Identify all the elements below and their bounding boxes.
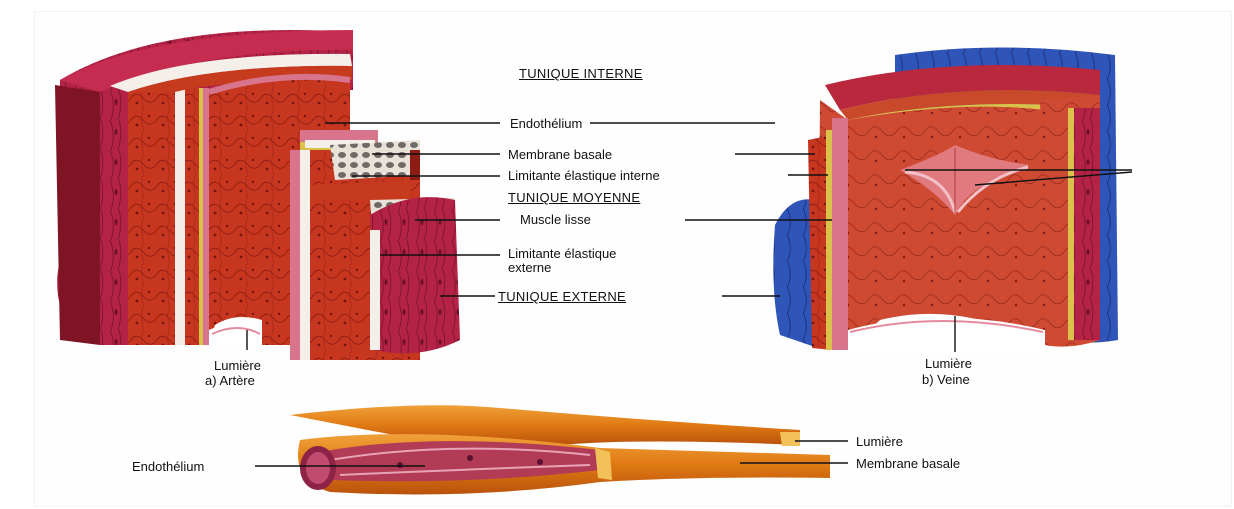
label-membrane-basale: Membrane basale	[508, 147, 612, 162]
label-lumiere-capillaire: Lumière	[856, 434, 903, 449]
label-tunique-externe: TUNIQUE EXTERNE	[498, 289, 626, 304]
label-limitante-externe-line2: externe	[508, 260, 551, 275]
label-limitante-externe-line1: Limitante élastique	[508, 246, 616, 261]
vein-illustration	[773, 48, 1118, 351]
label-lumiere-artere: Lumière	[214, 358, 261, 373]
label-lumiere-veine: Lumière	[925, 356, 972, 371]
label-membrane-basale-capillaire: Membrane basale	[856, 456, 960, 471]
artery-illustration	[55, 30, 460, 360]
label-limitante-interne: Limitante élastique interne	[508, 168, 660, 183]
capillary-illustration	[290, 405, 830, 494]
label-muscle-lisse: Muscle lisse	[520, 212, 591, 227]
label-tunique-moyenne: TUNIQUE MOYENNE	[508, 190, 640, 205]
label-endothelium-capillaire: Endothélium	[132, 459, 204, 474]
label-endothelium: Endothélium	[510, 116, 582, 131]
caption-artere: a) Artère	[205, 373, 255, 388]
label-tunique-interne: TUNIQUE INTERNE	[519, 66, 643, 81]
caption-veine: b) Veine	[922, 372, 970, 387]
